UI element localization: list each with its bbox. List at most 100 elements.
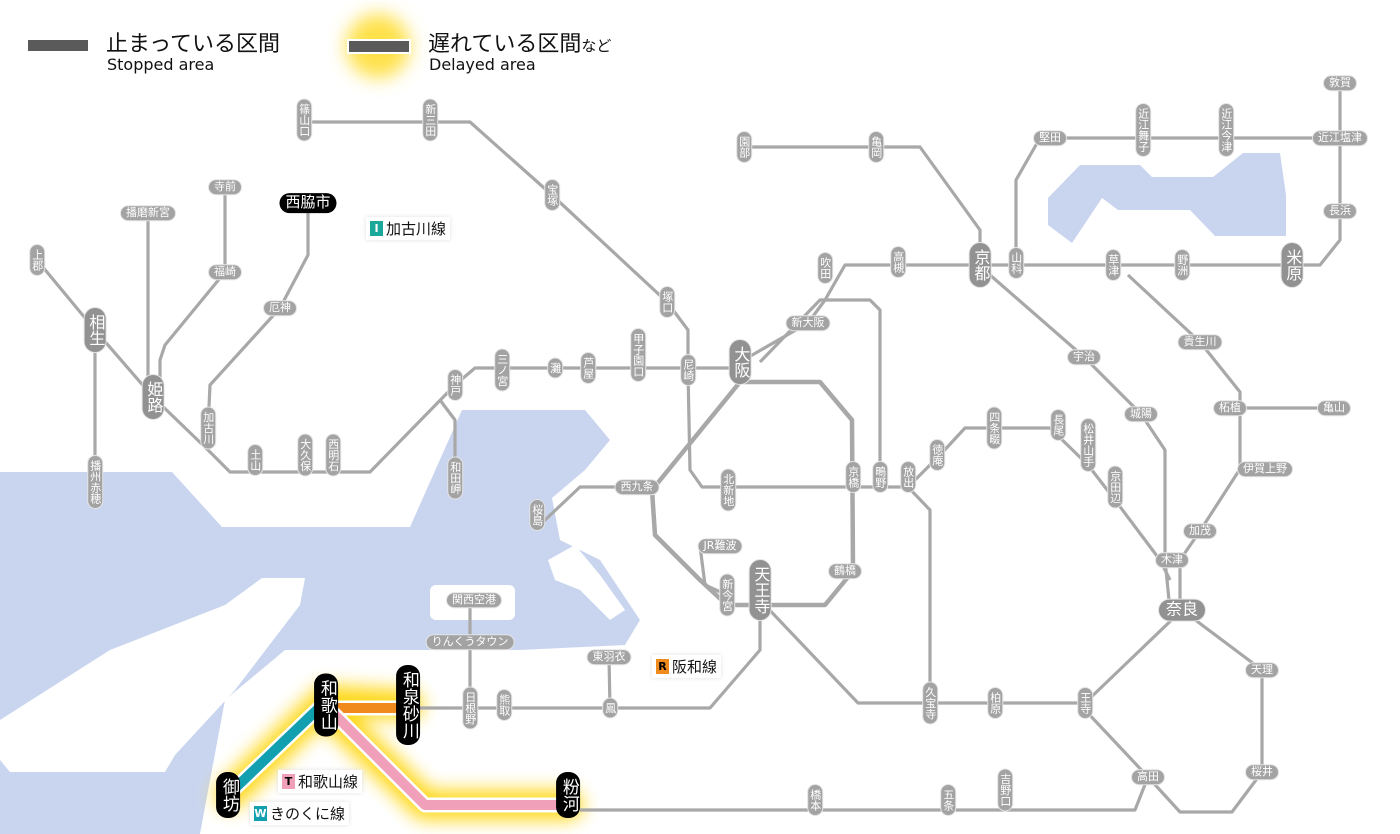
line-badge: R <box>656 659 669 674</box>
station-label: 寺前 <box>209 180 241 194</box>
station-label-affected: 和歌山 <box>314 673 338 737</box>
station-label: 山科 <box>1009 248 1023 278</box>
station-label: 長尾 <box>1051 410 1065 440</box>
station-label: 近江今津 <box>1219 104 1233 156</box>
station-label: 京田辺 <box>1108 466 1122 508</box>
station-label: 京橋 <box>846 462 860 492</box>
lake-biwa <box>1048 153 1286 243</box>
delayed-label-jp: 遅れている区間など <box>428 26 611 58</box>
stopped-label-en: Stopped area <box>107 55 215 74</box>
station-label: 北新地 <box>721 469 735 511</box>
station-label: 長浜 <box>1324 204 1356 218</box>
station-label: 天理 <box>1246 663 1278 677</box>
station-label: 王寺 <box>1078 688 1092 718</box>
station-label: 西明石 <box>326 434 340 476</box>
line-name: 阪和線 <box>672 658 718 676</box>
station-label: 近江塩津 <box>1313 131 1367 145</box>
station-label: 貴生川 <box>1178 335 1222 349</box>
station-label: 日根野 <box>463 687 477 729</box>
station-label: 熊取 <box>497 690 511 720</box>
station-label: 甲子園口 <box>631 329 645 381</box>
station-label: 柏原 <box>988 688 1002 718</box>
station-label: 堅田 <box>1034 131 1066 145</box>
awaji-island <box>0 578 305 772</box>
station-label: 近江舞子 <box>1136 104 1150 156</box>
station-label: JR難波 <box>698 539 742 553</box>
station-label: 福崎 <box>209 265 241 279</box>
station-label: 大久保 <box>298 434 312 476</box>
line-name: きのくに線 <box>270 805 346 823</box>
station-label: 相生 <box>84 308 106 352</box>
station-label: 草津 <box>1106 250 1120 280</box>
station-label-affected: 西脇市 <box>279 193 337 213</box>
station-label: 高田 <box>1132 770 1164 784</box>
station-label: 宝塚 <box>545 180 559 210</box>
kinokuni-line-section <box>224 701 326 799</box>
station-label: 加茂 <box>1184 524 1216 538</box>
wakayama-line-section <box>328 708 568 810</box>
station-label: りんくうタウン <box>426 635 514 649</box>
delayed-swatch <box>347 39 411 54</box>
station-label: 関西空港 <box>447 593 501 607</box>
station-label: 吉野口 <box>998 769 1012 811</box>
station-label: 播磨新宮 <box>121 206 175 220</box>
station-label: 久宝寺 <box>923 682 937 724</box>
station-label: 土山 <box>248 445 262 475</box>
station-label: 城陽 <box>1125 407 1157 421</box>
station-label: 桜井 <box>1246 765 1278 779</box>
station-label: 塚口 <box>660 287 674 317</box>
affected-lines <box>222 699 568 813</box>
line-badge: T <box>282 774 295 789</box>
station-label: 敦賀 <box>1324 76 1356 90</box>
station-label: 厄神 <box>264 301 296 315</box>
line-badge: I <box>370 221 383 236</box>
station-label: 篠山口 <box>297 99 311 141</box>
station-label: 西九条 <box>615 480 659 494</box>
station-label: 野洲 <box>1175 250 1189 280</box>
station-label: 大阪 <box>729 340 751 384</box>
station-label: 灘 <box>548 358 562 378</box>
line-name: 和歌山線 <box>298 773 359 791</box>
station-label: 徳庵 <box>930 440 944 470</box>
station-label: 木津 <box>1156 553 1188 567</box>
station-label-affected: 御坊 <box>216 772 240 818</box>
station-label: 園部 <box>737 132 751 162</box>
station-label: 宇治 <box>1068 350 1100 364</box>
station-label: 橋本 <box>808 785 822 815</box>
station-label: 亀山 <box>1318 401 1350 415</box>
station-label: 東羽衣 <box>587 650 631 664</box>
station-label: 新今宮 <box>720 574 734 616</box>
line-name: 加古川線 <box>386 220 447 238</box>
station-label: 鳳 <box>603 698 617 718</box>
station-label: 尼崎 <box>681 355 695 385</box>
station-label: 鴫野 <box>873 462 887 492</box>
stopped-swatch <box>28 40 88 51</box>
station-label: 松井山手 <box>1081 419 1095 471</box>
station-label: 吹田 <box>818 253 832 283</box>
station-label: 亀岡 <box>869 132 883 162</box>
station-label: 和田岬 <box>448 457 462 499</box>
station-label: 三ノ宮 <box>495 349 509 391</box>
line-badge: W <box>254 806 267 821</box>
station-label: 伊賀上野 <box>1238 462 1292 476</box>
port-land <box>548 545 625 620</box>
delayed-label-en: Delayed area <box>429 55 536 74</box>
station-label: 放出 <box>901 462 915 492</box>
station-label: 柘植 <box>1214 401 1246 415</box>
station-label: 新大阪 <box>786 316 830 330</box>
station-label: 新三田 <box>423 99 437 141</box>
station-label: 京都 <box>969 243 991 287</box>
station-label-affected: 和泉砂川 <box>396 665 420 745</box>
station-label-affected: 粉河 <box>556 772 580 818</box>
station-label: 米原 <box>1281 243 1303 287</box>
station-label: 神戸 <box>448 370 462 400</box>
stopped-label-jp: 止まっている区間 <box>106 32 281 57</box>
station-label: 四条畷 <box>987 407 1001 449</box>
station-label: 芦屋 <box>581 353 595 383</box>
station-label: 五条 <box>941 785 955 815</box>
